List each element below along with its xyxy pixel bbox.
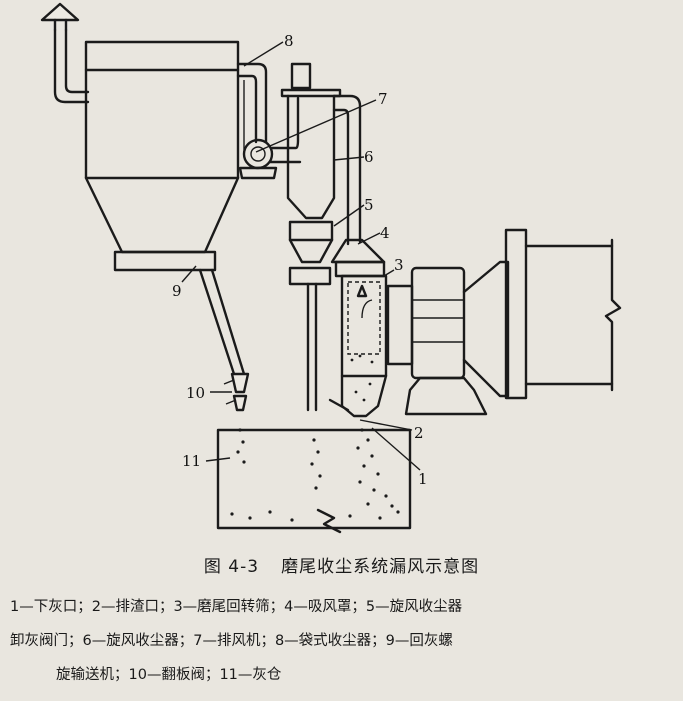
figure-title-text: 磨尾收尘系统漏风示意图	[281, 557, 480, 577]
cyclone-collector	[280, 88, 342, 412]
connecting-duct	[236, 62, 268, 150]
suction-duct	[332, 94, 362, 246]
callout-numbers: 1 2 3 4 5 6 7 8 9 10 11	[172, 32, 428, 488]
callout-10: 10	[186, 384, 205, 402]
exhaust-stack	[40, 2, 90, 104]
callout-leaders	[181, 41, 421, 471]
legend-line: 卸灰阀门；6—旋风收尘器；7—排风机；8—袋式收尘器；9—回灰螺	[10, 633, 453, 649]
callout-11: 11	[182, 452, 201, 470]
legend-line: 旋输送机；10—翻板阀；11—灰仓	[56, 667, 282, 683]
callout-2: 2	[414, 424, 424, 442]
suction-hood	[328, 238, 388, 418]
figure-number: 图 4-3	[203, 557, 260, 577]
legend-line: 1—下灰口；2—排渣口；3—磨尾回转筛；4—吸风罩；5—旋风收尘器	[10, 599, 463, 615]
figure-legend: 1—下灰口；2—排渣口；3—磨尾回转筛；4—吸风罩；5—旋风收尘器 卸灰阀门；6…	[10, 590, 680, 692]
screw-conveyor	[198, 268, 250, 412]
dust-particles	[230, 354, 400, 522]
callout-9: 9	[172, 282, 182, 300]
callout-5: 5	[364, 196, 374, 214]
callout-4: 4	[380, 224, 390, 242]
callout-3: 3	[394, 256, 404, 274]
bag-filter	[84, 40, 240, 272]
ash-silo	[216, 428, 412, 534]
figure-title: 图 4-3 磨尾收尘系统漏风示意图	[0, 552, 683, 577]
callout-7: 7	[378, 90, 388, 108]
callout-6: 6	[364, 148, 374, 166]
callout-1: 1	[418, 470, 428, 488]
dust-collection-diagram: 1 2 3 4 5 6 7 8 9 10 11	[40, 2, 622, 534]
exhaust-fan	[238, 62, 312, 180]
mill-end	[386, 228, 622, 416]
callout-8: 8	[284, 32, 294, 50]
